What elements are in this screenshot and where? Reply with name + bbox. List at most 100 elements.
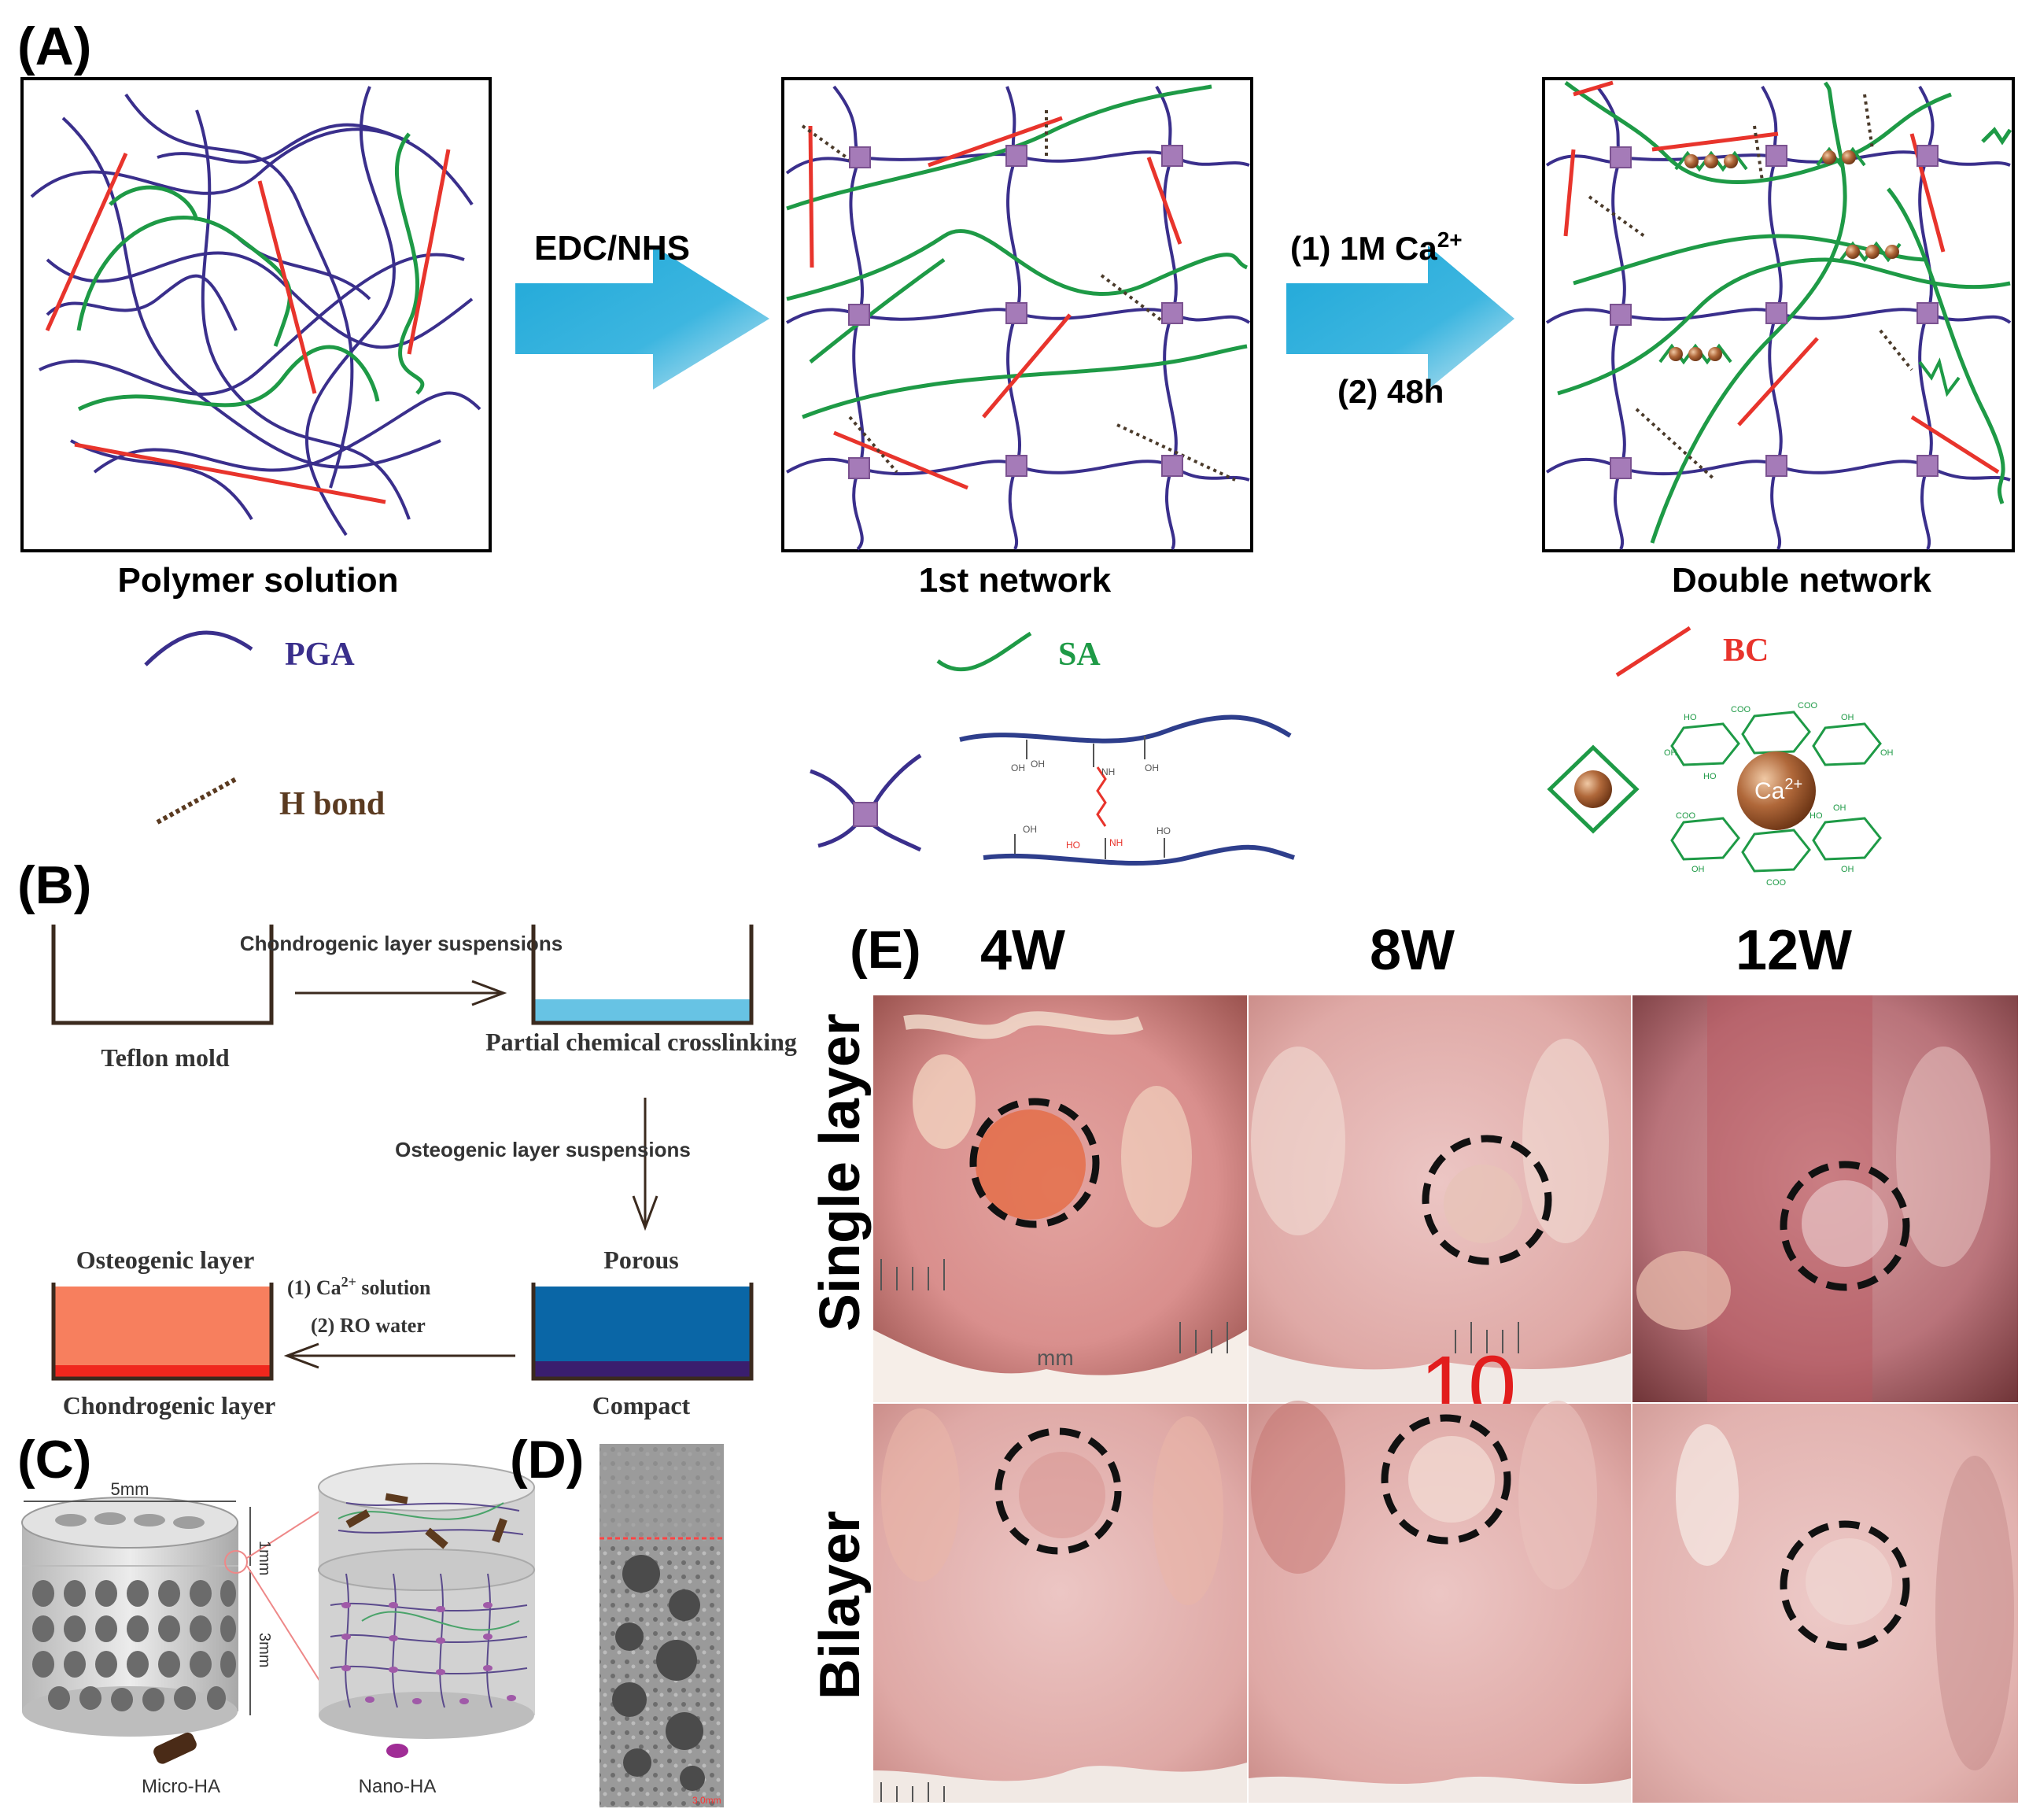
sem-image: 3.0mm [599, 1444, 724, 1807]
micro-ha-legend-label: Micro-HA [142, 1776, 220, 1797]
partial-crosslink-mold [531, 925, 754, 1025]
hbond-legend-line [156, 777, 238, 825]
step2-arrow [632, 1098, 659, 1231]
row-header-single-layer: Single layer [809, 1013, 872, 1331]
chem-label-10: COO [1731, 705, 1751, 714]
sa-legend-line [936, 631, 1032, 672]
double-network-box [1542, 77, 2015, 552]
edc-nhs-label: EDC/NHS [534, 229, 690, 268]
sa-legend-label: SA [1058, 637, 1101, 673]
step2-label: Osteogenic layer suspensions [395, 1138, 691, 1161]
polymer-solution-box [20, 77, 492, 552]
chem-label-6: HO [1066, 840, 1080, 851]
defect-circle-single-12w [1780, 1161, 1910, 1291]
bc-legend-label: BC [1723, 633, 1769, 669]
defect-circle-bilayer-12w [1780, 1520, 1910, 1651]
step1-arrow [295, 980, 507, 1006]
photo-single-4w: mm [873, 995, 1247, 1402]
defect-circle-bilayer-8w [1381, 1414, 1511, 1545]
panel-label-c: (C) [17, 1430, 91, 1490]
chondrogenic-layer-label: Chondrogenic layer [63, 1391, 276, 1419]
ca-balls [1669, 150, 1899, 361]
column-header-8w: 8W [1370, 919, 1455, 982]
amide-structure: OH OH NH OH NH HO OH HO [959, 714, 1295, 866]
teflon-mold-label: Teflon mold [101, 1043, 230, 1072]
column-header-12w: 12W [1736, 919, 1852, 982]
ruler-unit-label: mm [1037, 1346, 1074, 1370]
sem-scale-text: 3.0mm [692, 1795, 721, 1806]
ca-arrow [1286, 245, 1514, 389]
step3-line1: (1) Ca2+ solution [287, 1274, 431, 1299]
nano-ha-dots [341, 1602, 516, 1704]
chem-label-5: NH [1109, 837, 1123, 848]
pga-chains [30, 86, 481, 537]
teflon-mold [51, 925, 274, 1025]
sa-chains [76, 132, 425, 412]
defect-circle-single-4w [969, 1098, 1100, 1228]
panel-label-d: (D) [510, 1430, 584, 1490]
panel-label-b: (B) [17, 855, 91, 915]
chem-label-13: OH [1664, 748, 1677, 758]
bc-legend-line [1615, 626, 1691, 677]
scaffold-cylinder [21, 1497, 327, 1737]
crosslink-nodes [848, 145, 1183, 479]
chem-label-11: COO [1798, 701, 1818, 711]
porous-compact-mold [531, 1283, 754, 1381]
chem-label-1: OH [1011, 762, 1025, 773]
defect-circle-bilayer-4w [994, 1427, 1122, 1555]
chem-label-3: NH [1101, 766, 1115, 777]
compact-label: Compact [592, 1391, 691, 1419]
chem-label-2: OH [1031, 759, 1045, 770]
bilayer-mold [51, 1283, 274, 1381]
photo-bilayer-4w [873, 1404, 1247, 1803]
column-header-4w: 4W [980, 919, 1065, 982]
hbond-legend-label: H bond [279, 786, 385, 822]
double-network-caption: Double network [1672, 561, 1932, 600]
pga-legend-line [144, 630, 253, 666]
ca-ion-label: Ca2+ [1754, 776, 1802, 804]
chem-label-21: OH [1841, 865, 1854, 874]
osteogenic-layer-label: Osteogenic layer [76, 1246, 255, 1274]
photo-single-8w: 10 [1249, 995, 1631, 1435]
arrow2-step2-label: (2) 48h [1337, 373, 1444, 410]
chem-label-4: OH [1145, 762, 1159, 773]
chem-label-7: OH [1023, 824, 1037, 835]
first-network-caption: 1st network [919, 561, 1112, 600]
micro-ha-legend-icon [153, 1732, 197, 1764]
ca-chelate-legend: Ca2+ HO COO COO OH OH OH HO COO HO OH OH… [1547, 701, 1894, 888]
polymer-solution-caption: Polymer solution [118, 561, 399, 600]
scaffold-zoom-cylinder [318, 1463, 535, 1739]
panel-label-a: (A) [17, 17, 91, 76]
chem-label-18: OH [1833, 803, 1846, 813]
micro-ha-rods [345, 1493, 507, 1549]
dimension-top: 1mm [256, 1541, 273, 1575]
photo-bilayer-12w [1632, 1404, 2018, 1803]
row-header-bilayer: Bilayer [809, 1511, 872, 1700]
scaffold-pores [32, 1580, 236, 1711]
step3-arrow [283, 1342, 515, 1369]
edc-nhs-arrow [515, 245, 769, 389]
chem-label-12: OH [1841, 713, 1854, 722]
defect-circle-single-8w [1422, 1135, 1552, 1265]
step1-label: Chondrogenic layer suspensions [240, 932, 563, 955]
nano-ha-legend-icon [386, 1744, 408, 1758]
chem-label-19: OH [1691, 865, 1705, 874]
panel-label-e: (E) [850, 920, 921, 980]
nano-ha-legend-label: Nano-HA [359, 1776, 437, 1797]
chem-label-15: HO [1703, 772, 1717, 781]
chem-label-16: COO [1676, 811, 1696, 821]
pga-legend-label: PGA [285, 637, 355, 673]
arrow2-step1-label: (1) 1M Ca2+ [1290, 227, 1463, 267]
chem-label-8: HO [1157, 825, 1171, 836]
dimension-bottom: 3mm [256, 1633, 273, 1667]
crosslink-legend [810, 753, 922, 852]
chem-label-9: HO [1684, 713, 1697, 722]
first-network-box [781, 77, 1253, 552]
porous-label: Porous [603, 1246, 678, 1274]
partial-crosslink-label: Partial chemical crosslinking [485, 1028, 797, 1056]
dimension-width: 5mm [111, 1479, 149, 1499]
chem-label-14: OH [1880, 748, 1894, 758]
chem-label-17: HO [1809, 811, 1823, 821]
bc-chains [45, 149, 451, 504]
